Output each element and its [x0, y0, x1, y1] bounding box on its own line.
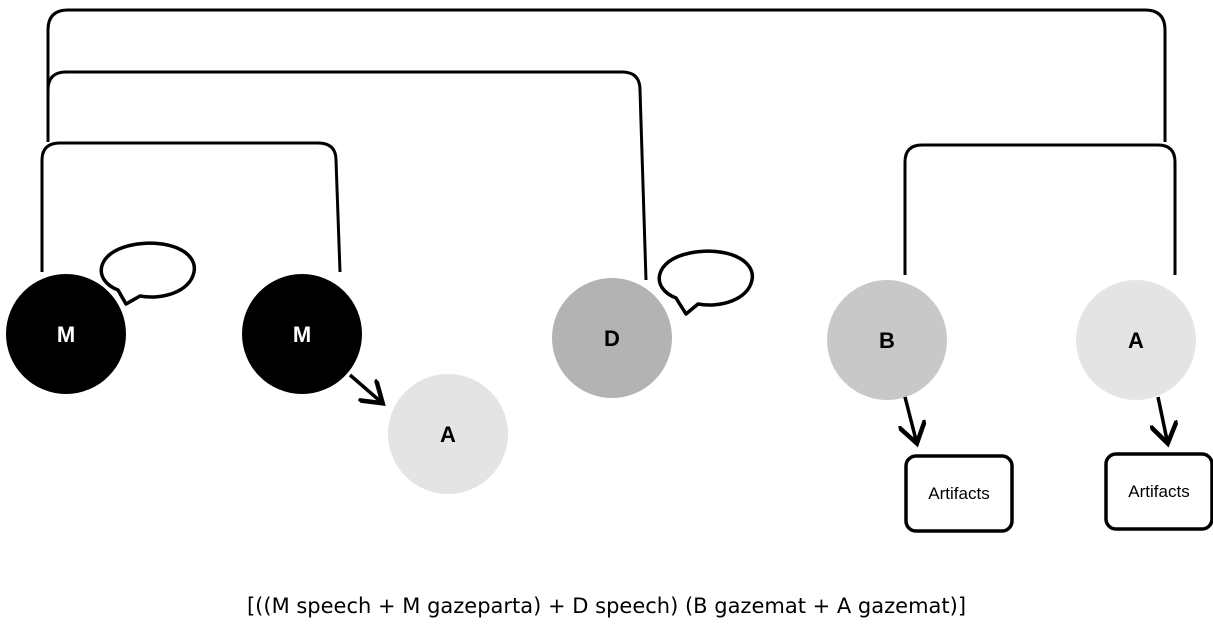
participant-node-m-gazer: M: [242, 274, 362, 394]
node-circle: [6, 274, 126, 394]
artifacts-label: Artifacts: [1128, 482, 1189, 501]
speech-bubble-d: [657, 249, 754, 316]
node-label: B: [879, 328, 895, 353]
artifacts-box-frame: [1104, 452, 1213, 531]
speech-bubble-m: [99, 241, 196, 306]
bracket-outer: [46, 8, 1167, 142]
node-label: M: [293, 322, 311, 347]
node-label: A: [440, 422, 456, 447]
bracket-m-m-d: [46, 70, 648, 281]
artifacts-label: Artifacts: [928, 484, 989, 503]
artifacts-box-b: Artifacts: [904, 454, 1014, 533]
participant-node-d: D: [552, 278, 672, 398]
gaze-arrow-a-to-artifacts: [1158, 396, 1167, 440]
node-circle: [552, 278, 672, 398]
artifacts-box-a: Artifacts: [1104, 452, 1213, 531]
node-label: A: [1128, 328, 1144, 353]
node-circle: [242, 274, 362, 394]
node-label: D: [604, 326, 620, 351]
node-label: M: [57, 322, 75, 347]
node-circle: [388, 374, 508, 494]
participant-node-a: A: [1076, 280, 1196, 400]
node-circle: [827, 280, 947, 400]
bracket-m-m: [40, 141, 342, 273]
gaze-arrow-m-to-a: [348, 373, 380, 401]
participant-node-b: B: [827, 280, 947, 400]
node-circle: [1076, 280, 1196, 400]
gaze-arrow-b-to-artifacts: [905, 396, 916, 440]
participant-node-m-speaker: M: [6, 274, 126, 394]
bracket-b-a: [903, 143, 1177, 275]
participant-node-a-target: A: [388, 374, 508, 494]
artifacts-box-frame: [904, 454, 1014, 533]
notation-formula: [((M speech + M gazeparta) + D speech) (…: [246, 594, 967, 618]
